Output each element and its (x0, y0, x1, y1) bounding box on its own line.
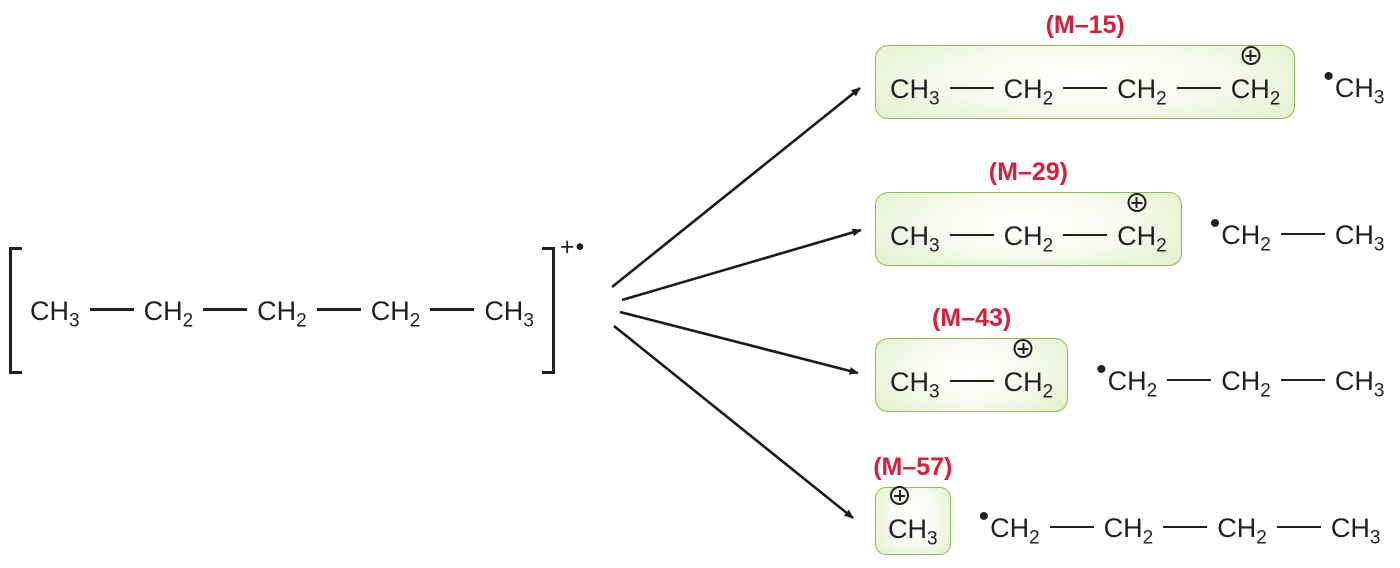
formula-subscript: 2 (296, 309, 307, 331)
formula-group: CH2 (370, 295, 421, 331)
cation-formula: CH3 CH2 CH2 CH2 (890, 46, 1281, 110)
bond-line (1280, 232, 1325, 235)
formula-subscript: 3 (929, 88, 940, 110)
bond-line (1276, 525, 1321, 528)
formula-group: CH3 (1334, 220, 1385, 256)
bond-line (1063, 233, 1108, 236)
loss-label-m15: (M–15) (1045, 11, 1125, 39)
fragment-row-m43: (M–43) CH3 CH2 •CH2 CH2 CH3 (875, 304, 1385, 412)
formula-subscript: 2 (409, 309, 421, 331)
formula-group: •CH2 (1209, 206, 1271, 256)
loss-label-m57: (M–57) (873, 453, 953, 481)
formula-group: CH2 (1004, 339, 1054, 403)
radical-fragment-formula: •CH2 CH2 CH2 CH3 (978, 499, 1381, 549)
formula-group: •CH3 (1323, 59, 1385, 109)
formula-subscript: 2 (1260, 234, 1271, 256)
formula-subscript: 2 (1156, 88, 1167, 110)
parent-ion-formula: CH3 CH2 CH2 CH2 CH3 (22, 294, 542, 331)
formula-subscript: 2 (1042, 235, 1054, 257)
arrow-to-m43 (619, 310, 859, 375)
formula-group: CH3 (1330, 513, 1381, 549)
cation-formula: CH3 CH2 (890, 339, 1054, 403)
arrow-to-m15 (611, 86, 861, 289)
formula-subscript: 2 (1146, 380, 1158, 402)
formula-group: •CH2 (978, 499, 1040, 549)
formula-group: CH2 (1003, 221, 1054, 257)
radical-fragment-formula: •CH3 (1323, 59, 1385, 109)
formula-subscript: 3 (1373, 234, 1385, 256)
arrow-to-m57 (613, 324, 854, 520)
formula-group: CH2 (1003, 74, 1054, 110)
formula-subscript: 3 (929, 381, 940, 403)
bond-line (89, 308, 134, 311)
radical-cation-charge-label: +• (559, 233, 586, 261)
parent-molecular-ion: CH3 CH2 CH2 CH2 CH3 +• (9, 233, 584, 374)
formula-group: CH3 (1334, 366, 1385, 402)
bond-line (1176, 86, 1221, 89)
radical-fragment-formula: •CH2 CH3 (1209, 206, 1385, 256)
formula-group: CH3 (890, 74, 940, 110)
formula-group: CH2 (1117, 193, 1167, 257)
arrow-to-m29 (621, 228, 862, 302)
cation-highlight-box: CH3 (875, 486, 951, 555)
formula-subscript: 2 (182, 309, 194, 331)
radical-fragment-formula: •CH2 CH2 CH3 (1096, 352, 1385, 402)
formula-subscript: 3 (929, 235, 940, 257)
bond-line (1049, 525, 1094, 528)
circled-plus-icon (890, 486, 909, 505)
formula-group: CH3 (484, 295, 534, 331)
bond-line (1063, 86, 1108, 89)
cation-formula: CH3 CH2 CH2 (890, 193, 1167, 257)
circled-plus-icon (1241, 46, 1261, 65)
bond-line (203, 308, 248, 311)
formula-subscript: 3 (523, 309, 534, 331)
left-bracket (9, 247, 22, 374)
formula-group: CH3 (888, 486, 938, 550)
formula-subscript: 3 (1369, 527, 1381, 549)
cation-highlight-box: CH3 CH2 CH2 (875, 192, 1182, 266)
cation-formula: CH3 (888, 486, 938, 550)
bond-line (1167, 378, 1212, 381)
cation-highlight-box: CH3 CH2 CH2 CH2 (875, 45, 1296, 119)
formula-subscript: 3 (1373, 87, 1385, 109)
formula-subscript: 3 (927, 528, 938, 550)
fragment-row-m29: (M–29) CH3 CH2 CH2 •CH2 CH3 (875, 158, 1385, 266)
bond-line (949, 86, 994, 89)
circled-plus-icon (1013, 339, 1033, 358)
formula-group: CH2 (1117, 74, 1167, 110)
bond-line (949, 233, 994, 236)
formula-subscript: 2 (1042, 88, 1054, 110)
formula-group: CH3 (890, 367, 940, 403)
formula-subscript: 2 (1260, 380, 1271, 402)
loss-label-m29: (M–29) (988, 158, 1068, 186)
bond-line (430, 308, 475, 311)
formula-group: CH2 (257, 295, 307, 331)
fragment-row-m57: (M–57) CH3 •CH2 CH2 CH2 CH3 (873, 453, 1381, 555)
fragment-row-m15: (M–15) CH3 CH2 CH2 CH2 •CH3 (875, 11, 1385, 119)
circled-plus-icon (1127, 193, 1147, 212)
loss-label-m43: (M–43) (931, 304, 1012, 332)
formula-subscript: 2 (1256, 527, 1267, 549)
bond-line (316, 308, 361, 311)
formula-group: CH2 (1217, 513, 1267, 549)
formula-subscript: 2 (1269, 88, 1281, 110)
formula-group: CH2 (1221, 366, 1271, 402)
formula-subscript: 3 (1373, 380, 1385, 402)
bond-line (1280, 378, 1325, 381)
cation-highlight-box: CH3 CH2 (875, 338, 1069, 412)
formula-subscript: 3 (69, 309, 80, 331)
formula-subscript: 2 (1029, 527, 1040, 549)
formula-subscript: 2 (1042, 381, 1054, 403)
formula-group: •CH2 (1096, 352, 1158, 402)
formula-subscript: 2 (1142, 527, 1154, 549)
formula-subscript: 2 (1156, 235, 1167, 257)
formula-group: CH2 (1231, 46, 1281, 110)
formula-group: CH3 (890, 221, 940, 257)
formula-group: CH2 (143, 295, 194, 331)
formula-group: CH3 (30, 295, 80, 331)
right-bracket (541, 247, 555, 374)
formula-group: CH2 (1103, 513, 1154, 549)
bond-line (1163, 525, 1208, 528)
bond-line (949, 379, 994, 382)
